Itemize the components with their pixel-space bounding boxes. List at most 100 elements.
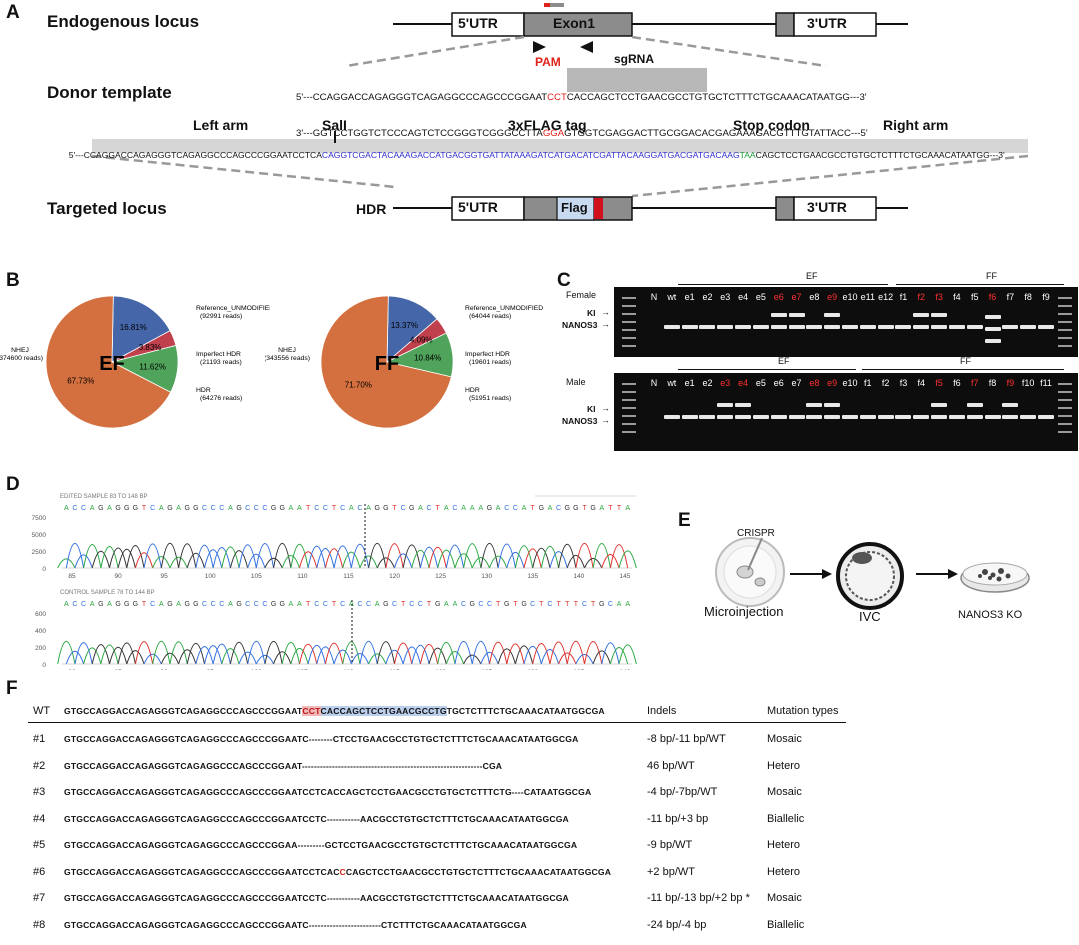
trace-peak — [411, 644, 430, 665]
trace-y-tick: 5000 — [32, 532, 47, 539]
trace-y-tick: 2500 — [32, 549, 47, 556]
microinjection-dish-icon — [715, 537, 785, 607]
trace-peak — [601, 642, 620, 665]
base-call: A — [522, 505, 527, 512]
base-call: T — [401, 601, 406, 608]
trace-peak — [558, 652, 577, 665]
trace-y-tick: 600 — [35, 611, 46, 618]
pie-legend-reads: (51951 reads) — [469, 395, 511, 402]
base-call: A — [90, 505, 95, 512]
base-call: C — [487, 601, 492, 608]
base-call: A — [176, 601, 181, 608]
gel-lane-label: N — [650, 292, 658, 302]
ladder-band — [622, 399, 636, 401]
panel-a-letter: A — [6, 2, 20, 23]
pie-legend-reads: (64044 reads) — [469, 313, 511, 320]
ladder-band — [622, 337, 636, 339]
pie-chart-ef: 67.73%16.81%3.83%11.62%EFReference_UNMOD… — [0, 295, 270, 429]
base-call: G — [193, 601, 198, 608]
pie-pct-label: 71.70% — [345, 380, 372, 389]
base-call: C — [245, 505, 250, 512]
microinjection-label: Microinjection — [704, 604, 784, 619]
trace-x-tick: 130 — [481, 573, 492, 580]
gel-lane-label: e1 — [684, 292, 695, 302]
trace-peak — [463, 654, 482, 665]
trace-peak — [178, 649, 197, 665]
trace-x-tick: 110 — [343, 669, 354, 670]
trace-peak — [411, 549, 430, 569]
row-mutation-type: Mosaic — [767, 733, 802, 745]
trace-peak — [592, 650, 611, 665]
left-arm-label: Left arm — [193, 117, 249, 133]
trace-peak — [178, 543, 197, 569]
trace-peak — [540, 649, 560, 665]
trace-peak — [480, 543, 499, 569]
base-call: T — [427, 601, 432, 608]
trace-peak — [255, 654, 275, 665]
gel-lane-label: e2 — [702, 378, 713, 388]
base-call: G — [487, 505, 492, 512]
row-indel: -4 bp/-7bp/WT — [647, 786, 718, 798]
trace-peak — [186, 552, 205, 569]
endogenous-locus-label: Endogenous locus — [47, 12, 200, 31]
trace-peak — [558, 544, 577, 569]
trace-peak — [471, 641, 490, 665]
base-call: G — [167, 601, 172, 608]
row-indel: -11 bp/-13 bp/+2 bp * — [647, 892, 750, 904]
gel-lane-label: e5 — [755, 378, 766, 388]
gel-band — [699, 325, 716, 329]
pie-slice-reference-unmodified — [386, 295, 438, 363]
trace-peak — [143, 543, 162, 569]
base-call: T — [556, 601, 561, 608]
base-call: C — [504, 505, 509, 512]
gel-lane-label: f5 — [935, 378, 943, 388]
trace-peak — [385, 543, 404, 569]
trace-peak — [238, 651, 257, 665]
seq-top-prefix: 5'---CCAGGACCAGAGGGTCAGAGGCCCAGCCCGGAAT — [296, 92, 548, 103]
gel-band — [931, 415, 948, 419]
gel-lane-label: f7 — [970, 378, 979, 388]
ladder-band — [1058, 305, 1072, 307]
trace-peak — [74, 642, 93, 665]
trace-peak — [549, 641, 568, 665]
base-call: A — [366, 505, 371, 512]
trace-x-tick: 90 — [114, 573, 122, 580]
base-call: A — [176, 505, 181, 512]
gel-band — [663, 415, 680, 419]
base-call: T — [392, 505, 397, 512]
trace-x-tick: 135 — [527, 573, 538, 580]
utr5-label: 5'UTR — [458, 15, 498, 31]
gel-band — [1020, 415, 1037, 419]
trace-peak — [514, 545, 534, 569]
trace-peak — [609, 647, 629, 665]
trace-x-tick: 115 — [389, 669, 400, 670]
gel-band — [984, 339, 1001, 343]
trace-peak — [324, 548, 344, 569]
trace-peak — [368, 653, 387, 665]
gel-band — [824, 403, 841, 407]
trace-peak — [273, 543, 292, 569]
base-call: C — [340, 505, 345, 512]
seq-bot-suffix: ACGAGAAAGACGTTTGTATTACC---5' — [701, 128, 868, 139]
trace-peak — [428, 647, 447, 665]
gel-band — [1020, 325, 1037, 329]
base-call: C — [323, 601, 328, 608]
pie-legend-label: NHEJ — [11, 347, 29, 354]
trace-peak — [221, 648, 240, 665]
base-call: A — [107, 601, 112, 608]
trace-peak — [419, 643, 439, 665]
trace-peak — [437, 549, 456, 569]
row-mutation-type: Biallelic — [767, 812, 805, 825]
base-call: A — [496, 505, 501, 512]
gel-lane-label: e4 — [738, 292, 749, 302]
wt-label: WT — [33, 705, 51, 717]
trace-peak — [316, 646, 335, 665]
trace-y-tick: 400 — [35, 628, 46, 635]
gel-band — [859, 415, 876, 419]
ladder-band — [1058, 329, 1072, 331]
trace-peak — [532, 642, 551, 665]
seq-bot-pam: GGA — [542, 128, 565, 139]
ladder-band — [622, 407, 636, 409]
gel-band — [770, 313, 787, 317]
